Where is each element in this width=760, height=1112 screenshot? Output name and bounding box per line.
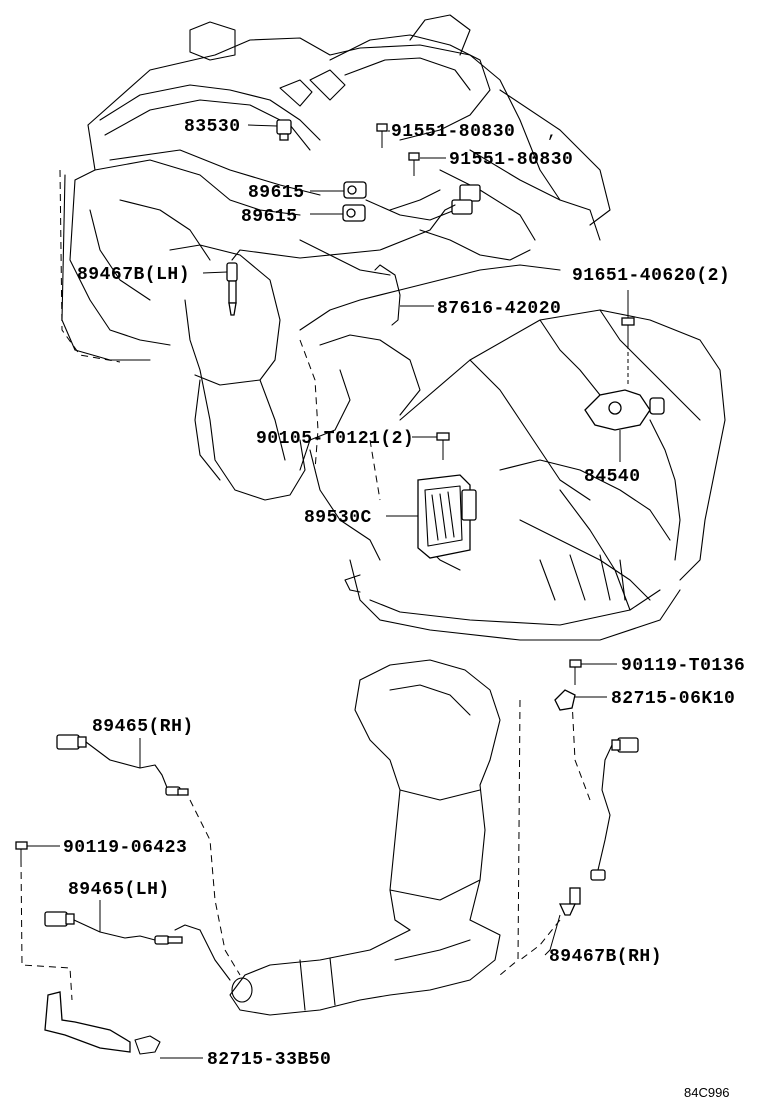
label-83530: 83530 (184, 117, 241, 137)
label-90105: 90105-T0121(2) (256, 429, 414, 449)
bolt-part-b (408, 152, 420, 176)
comma-separator: , (547, 124, 558, 143)
oxygen-sensor-lh-part (226, 204, 456, 316)
ecu-module-part (417, 474, 477, 559)
bolt-part-e (569, 659, 582, 685)
oxygen-sensor-lh-lower-part (44, 911, 183, 945)
label-89465-lh: 89465(LH) (68, 880, 170, 900)
label-91651: 91651-40620(2) (572, 266, 730, 286)
knock-sensor-part-b (342, 204, 366, 222)
label-89530c: 89530C (304, 508, 372, 528)
label-90119-06423: 90119-06423 (63, 838, 187, 858)
label-84540: 84540 (584, 467, 641, 487)
dashed-link-bracket (20, 859, 73, 1001)
label-91551-b: 91551-80830 (449, 150, 573, 170)
oxygen-sensor-rh-part (56, 734, 189, 796)
label-89615-b: 89615 (241, 207, 298, 227)
label-89467b-rh: 89467B(RH) (549, 947, 662, 967)
bolt-part-a (376, 123, 388, 148)
label-89465-rh: 89465(RH) (92, 717, 194, 737)
clamp-part (374, 264, 401, 326)
bracket-part-a (554, 689, 576, 711)
knock-sensor-part-a (343, 181, 367, 199)
bracket-part-b (44, 991, 161, 1055)
bolt-part-f (15, 841, 28, 860)
oxygen-sensor-rh-lower-part (558, 737, 639, 916)
engine-assembly (59, 14, 726, 641)
figure-code: 84C996 (684, 1085, 730, 1100)
label-89615-a: 89615 (248, 183, 305, 203)
label-82715-06k10: 82715-06K10 (611, 689, 735, 709)
harness-connector (451, 184, 481, 215)
exhaust-pipe-assembly (174, 659, 591, 1016)
label-91551-a: 91551-80830 (391, 122, 515, 142)
bolt-part-d (436, 432, 450, 460)
label-82715-33b50: 82715-33B50 (207, 1050, 331, 1070)
label-90119-t0136: 90119-T0136 (621, 656, 745, 676)
leader-lines (27, 124, 629, 1059)
label-89467b-lh: 89467B(LH) (77, 265, 190, 285)
oil-pressure-switch-part (276, 119, 292, 141)
label-87616: 87616-42020 (437, 299, 561, 319)
neutral-start-switch-part (584, 389, 665, 431)
